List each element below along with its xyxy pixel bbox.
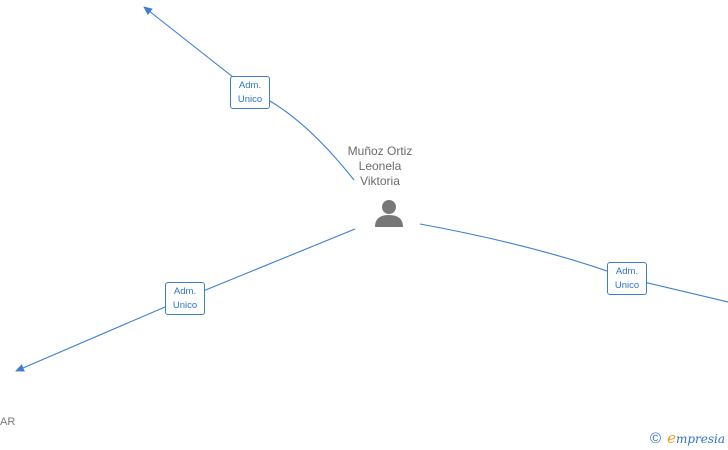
- relation-type: Unico: [614, 280, 640, 291]
- person-icon[interactable]: [374, 199, 404, 227]
- relation-role: Adm.: [238, 80, 262, 91]
- relation-type: Unico: [172, 300, 198, 311]
- company-label-partial[interactable]: AR: [0, 416, 16, 428]
- brand-wordmark: empresia: [667, 429, 725, 447]
- person-name-line2: Leonela: [358, 159, 402, 173]
- person-name[interactable]: Muñoz Ortiz Leonela Viktoria: [330, 144, 430, 189]
- brand-rest: mpresia: [675, 432, 726, 446]
- relation-label-bottom-left[interactable]: Adm. Unico: [165, 282, 205, 315]
- edge-right: [419, 223, 728, 303]
- relation-label-top-left[interactable]: Adm. Unico: [230, 76, 270, 109]
- copyright-icon: ©: [650, 429, 662, 447]
- person-name-line1: Muñoz Ortiz: [347, 144, 413, 158]
- relation-role: Adm.: [615, 266, 639, 277]
- brand-initial: e: [667, 429, 676, 447]
- relation-type: Unico: [237, 94, 263, 105]
- person-name-line3: Viktoria: [360, 174, 400, 188]
- relation-role: Adm.: [173, 286, 197, 297]
- relation-label-right[interactable]: Adm. Unico: [607, 262, 647, 295]
- empresia-logo: © empresia: [650, 429, 725, 447]
